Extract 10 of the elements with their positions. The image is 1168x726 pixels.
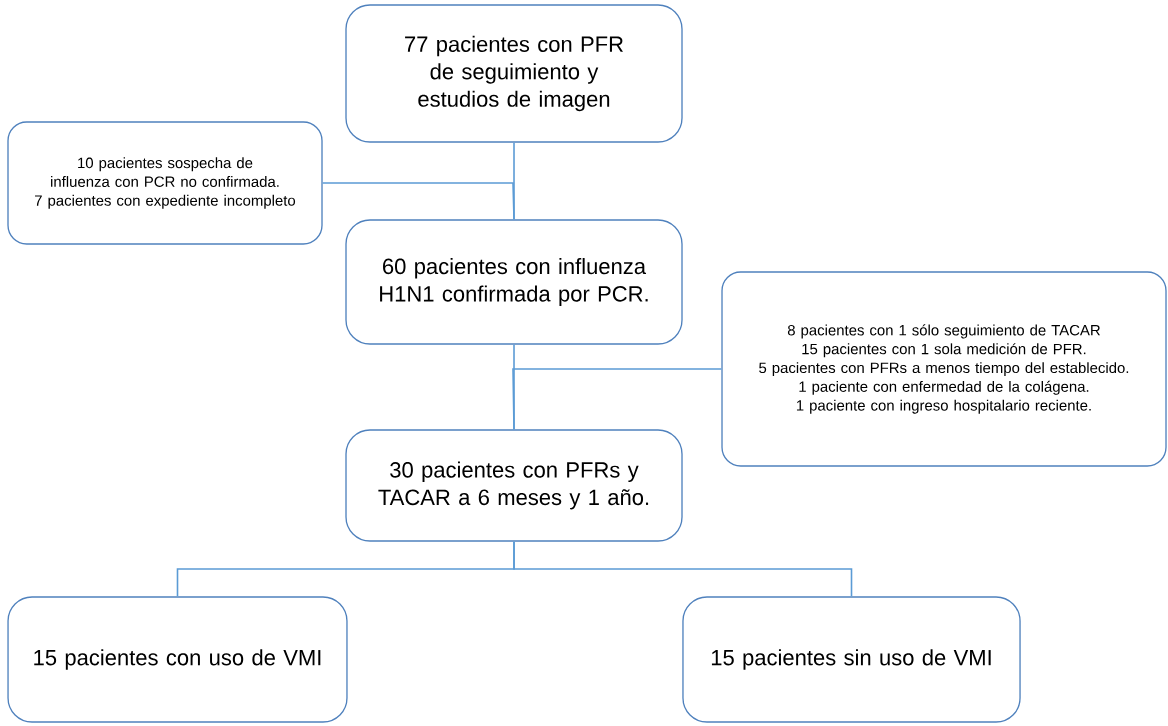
process-box: 15 pacientes con uso de VMI [7, 596, 348, 723]
connector-line [512, 368, 723, 431]
process-box: 77 pacientes con PFR de seguimiento y estudios de imagen [345, 4, 683, 143]
connector-line [321, 182, 515, 221]
connector-line [513, 540, 853, 598]
process-box: 8 pacientes con 1 sólo seguimiento de TACAR 15 pacientes con 1 sola medición de PFR. 5 pacientes con PFRs a menos tiempo del establecido. 1 paciente con enfermedad de la colágena. 1 paciente con ingreso hospitalario reciente. [721, 271, 1167, 467]
process-box: 60 pacientes con influenza H1N1 confirmada por PCR. [345, 219, 683, 345]
process-box: 30 pacientes con PFRs y TACAR a 6 meses y 1 año. [345, 429, 683, 542]
process-box: 15 pacientes sin uso de VMI [682, 596, 1021, 723]
process-box: 10 pacientes sospecha de influenza con PCR no confirmada. 7 pacientes con expediente incompleto [7, 121, 323, 245]
